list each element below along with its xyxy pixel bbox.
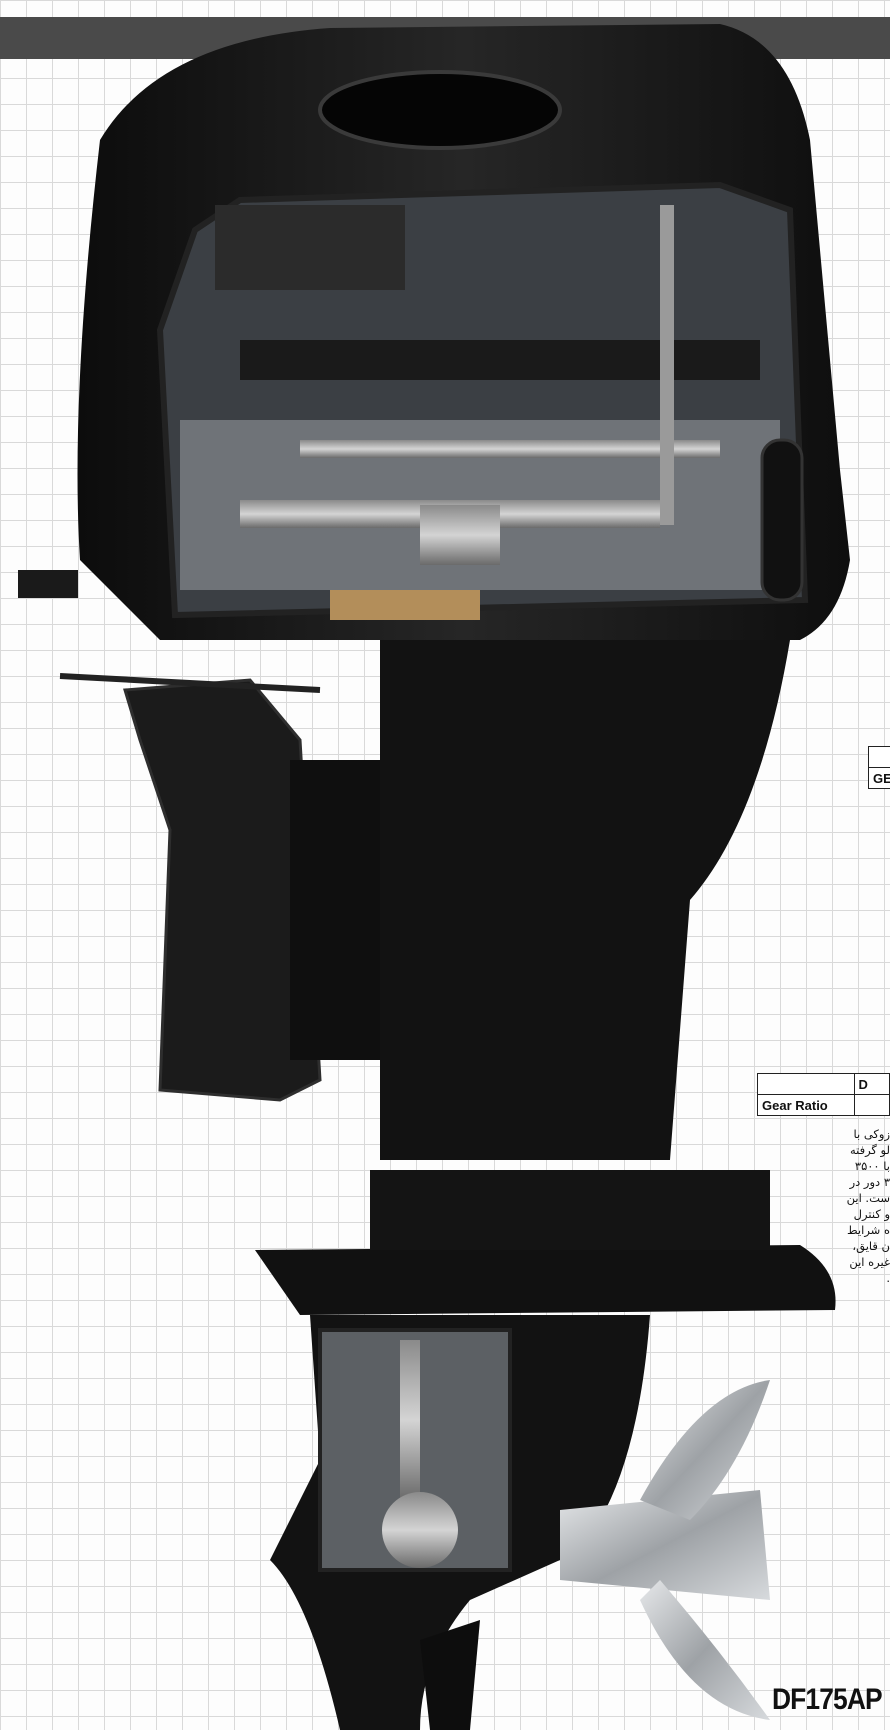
propeller-blade-lower <box>640 1580 770 1720</box>
gear-ratio-label: Gear Ratio <box>757 1094 855 1116</box>
gear-ratio-table: D Gear Ratio <box>757 1073 890 1116</box>
engine-midsection <box>380 640 790 1160</box>
intake-manifold <box>240 340 760 380</box>
anti-ventilation-plate <box>255 1245 836 1315</box>
gear-table-header-left <box>757 1073 855 1095</box>
persian-line: ۳ دور در <box>849 1175 890 1189</box>
spec-table-row1 <box>868 746 890 768</box>
air-intake <box>215 205 405 290</box>
propeller-blade-upper <box>640 1380 770 1520</box>
dipstick-tube <box>660 205 674 525</box>
driveshaft <box>400 1340 420 1500</box>
tilt-arm <box>290 760 380 1060</box>
gear-table-header-right: D <box>853 1073 890 1095</box>
persian-line: ست. این <box>846 1191 890 1205</box>
spec-table-partial: GE <box>868 746 890 789</box>
piston <box>420 505 500 565</box>
top-vent <box>318 70 562 150</box>
persian-description-text: زوکی با لو گرفته با ۳۵۰۰ ۳ دور در ست. ای… <box>806 1126 890 1286</box>
spec-table-row2: GE <box>868 767 890 789</box>
camshaft <box>300 440 720 458</box>
side-handle <box>760 438 804 602</box>
clamp-bracket <box>123 678 322 1102</box>
persian-line: غیره این <box>849 1255 890 1269</box>
left-fitting <box>18 570 78 598</box>
persian-line: لو گرفته <box>849 1143 890 1157</box>
gear-ratio-value <box>853 1094 890 1116</box>
persian-line: با ۳۵۰۰ <box>854 1159 890 1173</box>
persian-line: ه شرایط <box>847 1223 890 1237</box>
persian-line: زوکی با <box>853 1127 890 1141</box>
control-cable <box>59 673 321 693</box>
skeg <box>420 1620 480 1730</box>
cam-belt-gear <box>330 590 480 620</box>
plate-upper <box>370 1170 770 1250</box>
persian-line: و کنترل <box>853 1207 890 1221</box>
persian-line: . <box>886 1271 890 1285</box>
bevel-gear <box>382 1492 458 1568</box>
persian-line: ن قایق، <box>852 1239 890 1253</box>
model-name: DF175AP <box>772 1683 883 1716</box>
propeller-hub <box>560 1490 770 1600</box>
